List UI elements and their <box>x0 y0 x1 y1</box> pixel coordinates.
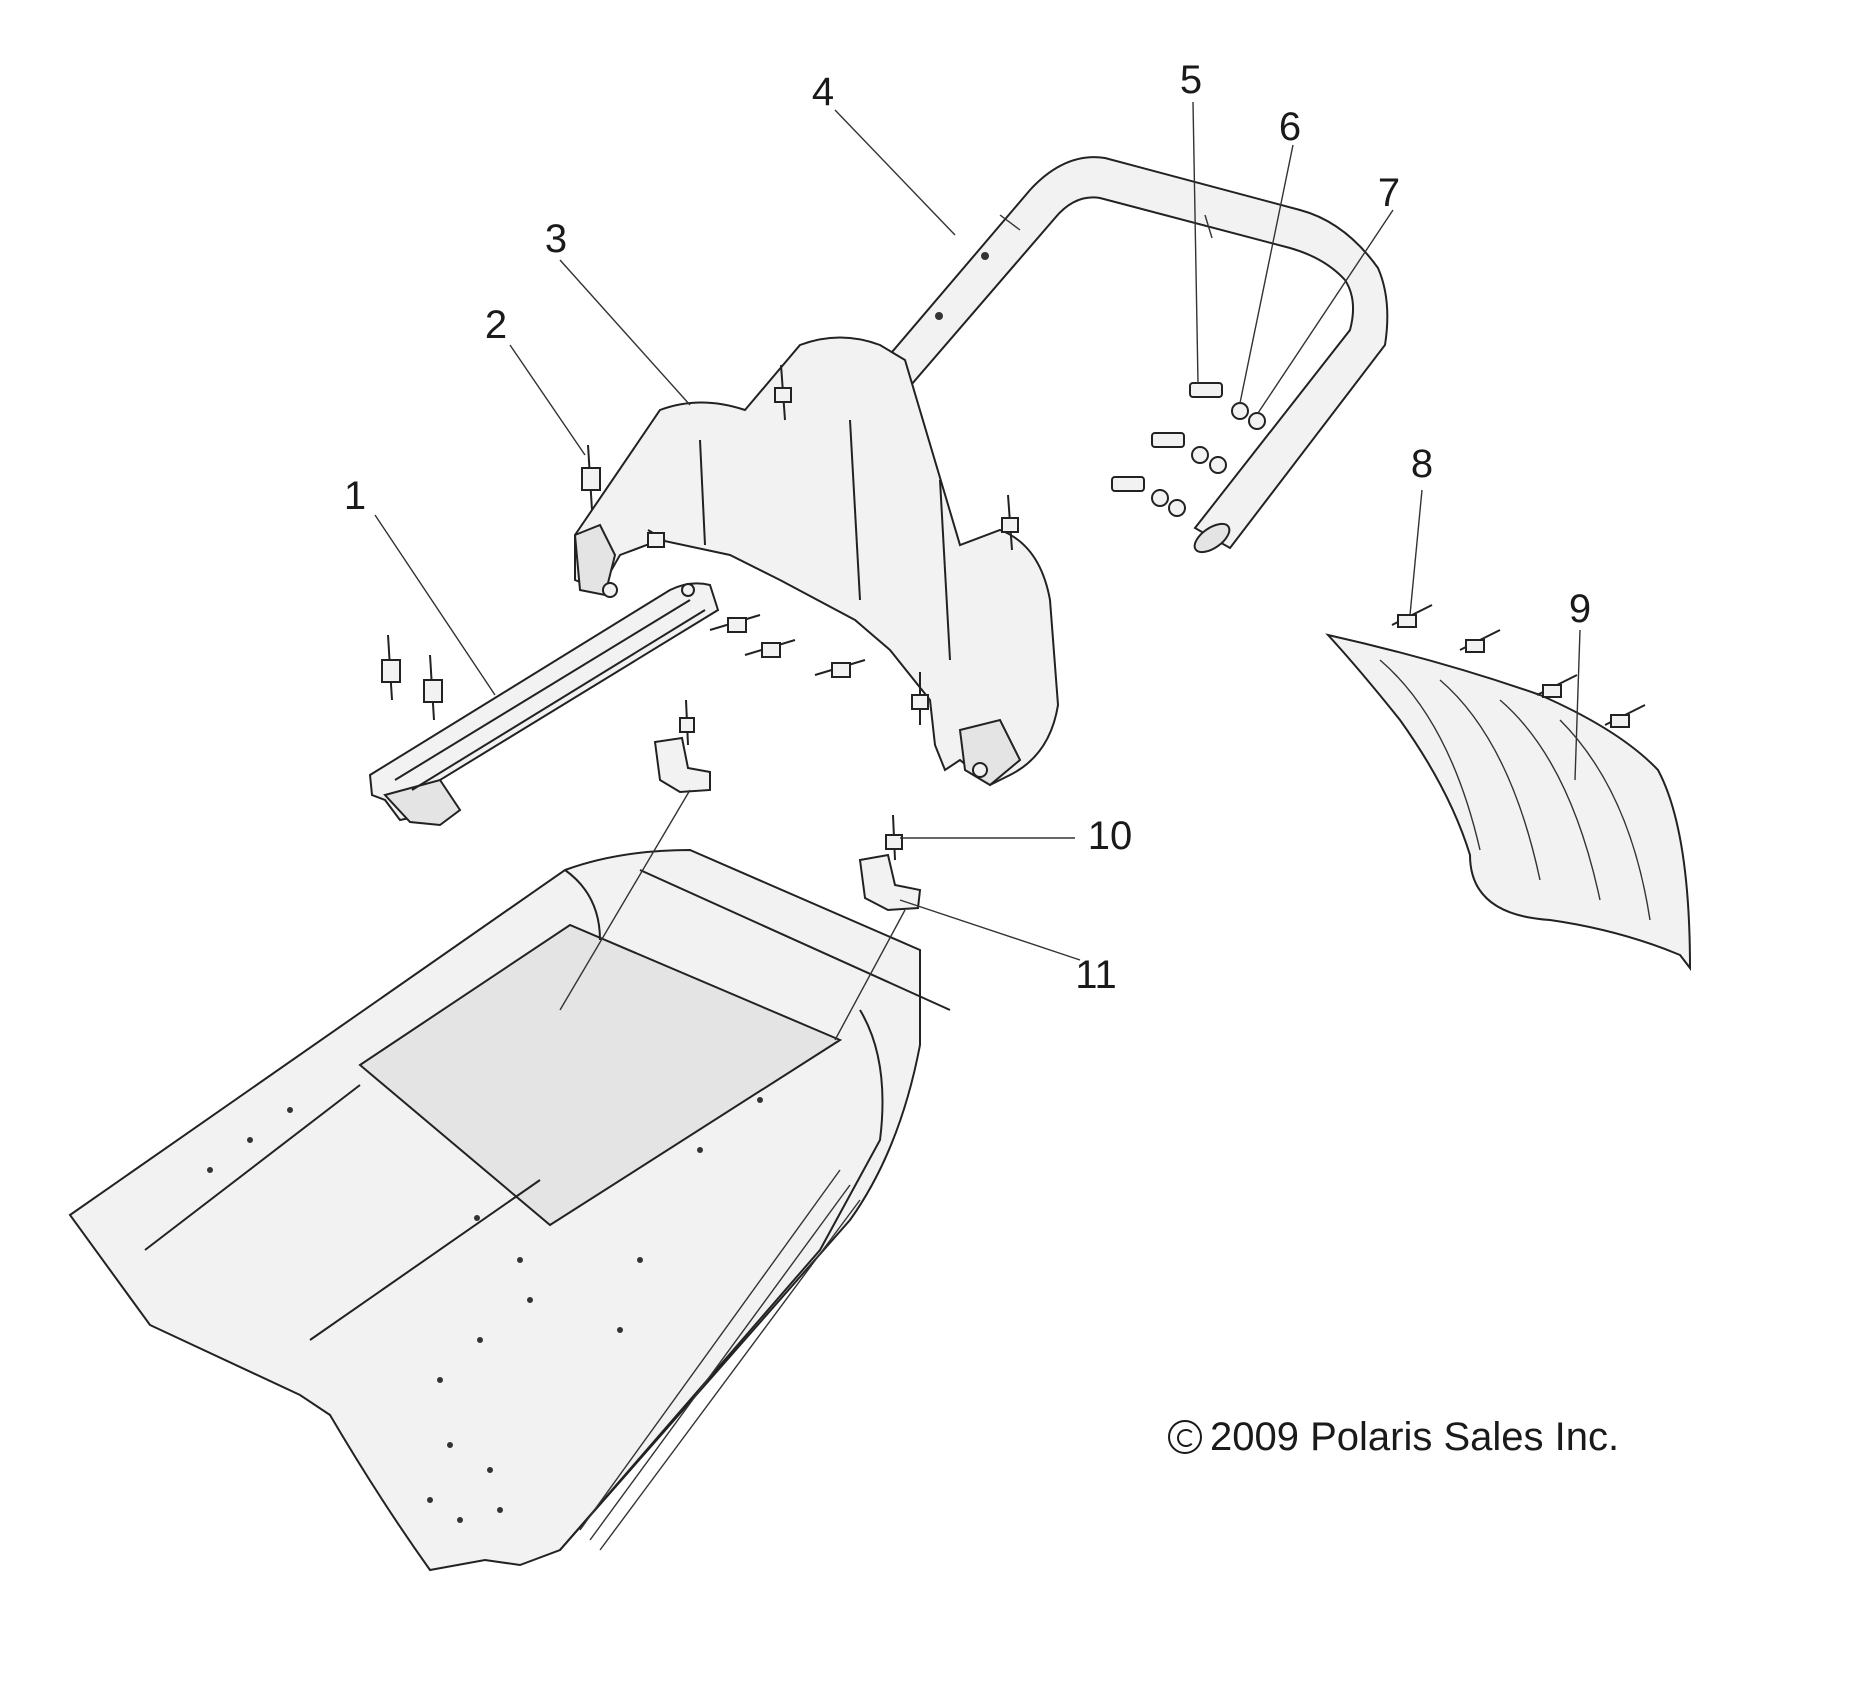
callout-3: 3 <box>544 217 568 261</box>
callout-10: 10 <box>1087 814 1133 858</box>
callout-5: 5 <box>1179 58 1203 102</box>
copyright-notice: 2009 Polaris Sales Inc. <box>1168 1415 1619 1460</box>
callout-8: 8 <box>1410 442 1434 486</box>
copyright-text: 2009 Polaris Sales Inc. <box>1210 1415 1620 1459</box>
support-bracket-part <box>368 582 866 827</box>
snow-flap-part <box>1325 604 1692 971</box>
bracket-part <box>653 699 922 912</box>
callout-1: 1 <box>343 474 367 518</box>
rivet-part <box>581 444 601 511</box>
callout-4: 4 <box>811 70 835 114</box>
bolt-set-part <box>1111 382 1266 517</box>
copyright-symbol-icon <box>1168 1420 1202 1454</box>
callout-9: 9 <box>1568 587 1592 631</box>
callout-6: 6 <box>1278 105 1302 149</box>
tunnel-chassis-part <box>68 848 951 1572</box>
grab-bar-part <box>873 156 1389 554</box>
rear-cover-part <box>573 336 1060 787</box>
callout-2: 2 <box>484 303 508 347</box>
leader-lines <box>374 101 1581 1041</box>
callout-7: 7 <box>1377 171 1401 215</box>
callout-11: 11 <box>1075 953 1117 997</box>
